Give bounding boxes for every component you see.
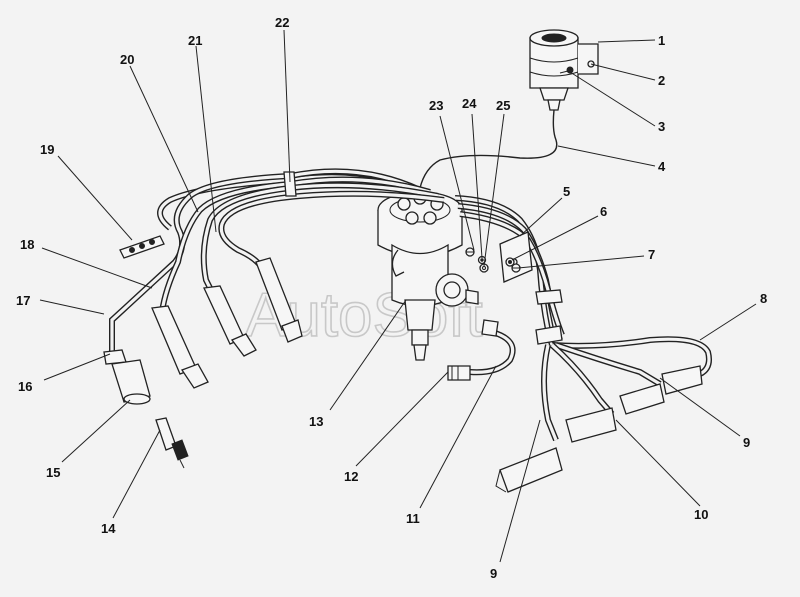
plug-boot-right-2	[619, 383, 665, 415]
callout-20: 20	[120, 52, 134, 67]
callout-11: 11	[406, 511, 420, 526]
callout-19: 19	[40, 142, 54, 157]
callout-21: 21	[188, 33, 202, 48]
callout-8: 8	[760, 291, 767, 306]
wire-bracket	[499, 231, 533, 283]
callout-labels: 1 2 3 4 5 6 7 8 9 9 10 11 12 13 14 15 16…	[16, 15, 767, 581]
ignition-coil	[529, 29, 599, 111]
callout-10: 10	[694, 507, 708, 522]
clamp-nut-24	[477, 255, 487, 265]
spark-plug-14	[155, 417, 189, 469]
callout-6: 6	[600, 204, 607, 219]
plug-boot-right-1	[661, 365, 703, 395]
plug-boot-right-3	[565, 407, 617, 443]
callout-9-right: 9	[743, 435, 750, 450]
plug-boot-right-4	[495, 447, 563, 493]
callout-18: 18	[20, 237, 34, 252]
callout-9-bottom: 9	[490, 566, 497, 581]
plug-boot-20	[203, 285, 257, 357]
callout-17: 17	[16, 293, 30, 308]
callout-23: 23	[429, 98, 443, 113]
temp-sender-plug	[481, 319, 499, 337]
callout-4: 4	[658, 159, 666, 174]
callout-3: 3	[658, 119, 665, 134]
wire-separator-19	[119, 235, 165, 259]
callout-13: 13	[309, 414, 323, 429]
callout-2: 2	[658, 73, 665, 88]
callout-7: 7	[648, 247, 655, 262]
callout-1: 1	[658, 33, 665, 48]
callout-25: 25	[496, 98, 510, 113]
wire-harness	[109, 109, 712, 442]
callout-14: 14	[101, 521, 116, 536]
callout-16: 16	[18, 379, 32, 394]
callout-24: 24	[462, 96, 477, 111]
temp-sensor-12	[447, 365, 471, 381]
plug-connector-15	[111, 359, 151, 405]
callout-5: 5	[563, 184, 570, 199]
clamp-bolt-23	[465, 247, 475, 257]
leader-lines	[39, 29, 757, 563]
callout-15: 15	[46, 465, 60, 480]
callout-22: 22	[275, 15, 289, 30]
plug-boot-18	[151, 305, 209, 389]
callout-12: 12	[344, 469, 358, 484]
plug-boot-21	[255, 257, 303, 343]
coil-bolt	[559, 66, 574, 74]
